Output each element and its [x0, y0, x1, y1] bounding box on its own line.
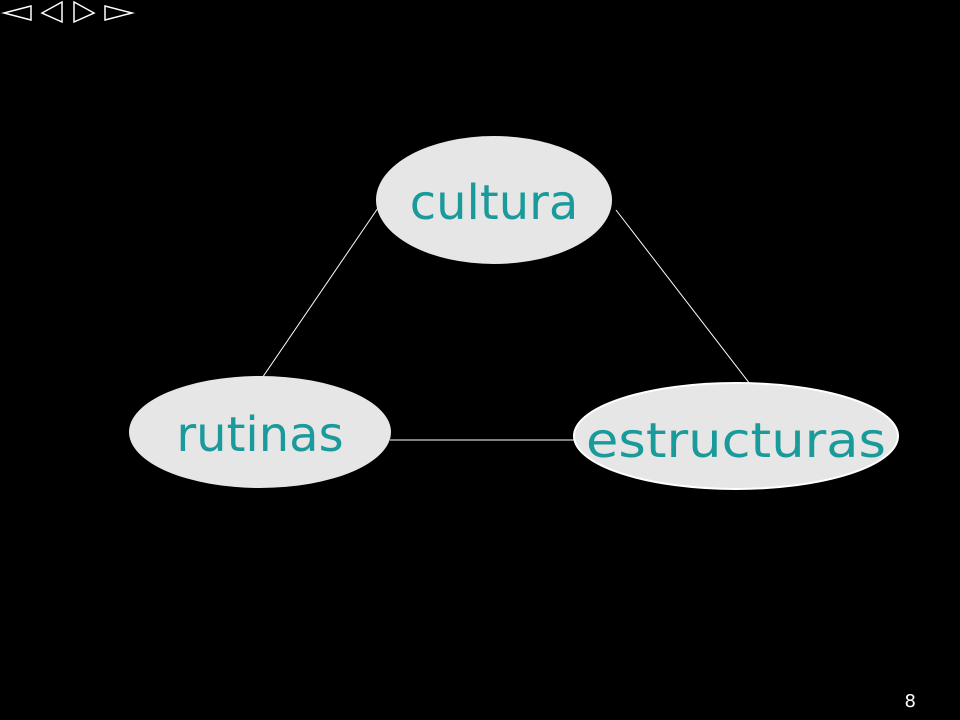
page-number: 8: [904, 691, 916, 712]
node-cultura-label: cultura: [410, 175, 579, 231]
node-cultura[interactable]: cultura: [376, 136, 612, 264]
next-slide-icon: [73, 0, 96, 24]
slide-navigation: [0, 0, 140, 24]
previous-slide-button[interactable]: [34, 0, 68, 24]
node-cultura-shape: [376, 136, 612, 264]
node-estructuras-shape: [573, 382, 899, 490]
last-slide-icon: [104, 5, 135, 21]
next-slide-button[interactable]: [68, 0, 102, 24]
last-slide-button[interactable]: [102, 0, 136, 24]
node-estructuras-label: estructuras: [586, 413, 886, 469]
edge-cultura-rutinas: [257, 207, 379, 385]
node-rutinas-label: rutinas: [176, 407, 343, 463]
first-slide-button[interactable]: [0, 0, 34, 24]
node-estructuras[interactable]: estructuras: [573, 382, 899, 490]
previous-slide-icon: [40, 0, 63, 24]
node-rutinas[interactable]: rutinas: [129, 376, 391, 488]
first-slide-icon: [1, 5, 32, 21]
edge-cultura-estructuras: [615, 209, 751, 385]
node-rutinas-shape: [129, 376, 391, 488]
